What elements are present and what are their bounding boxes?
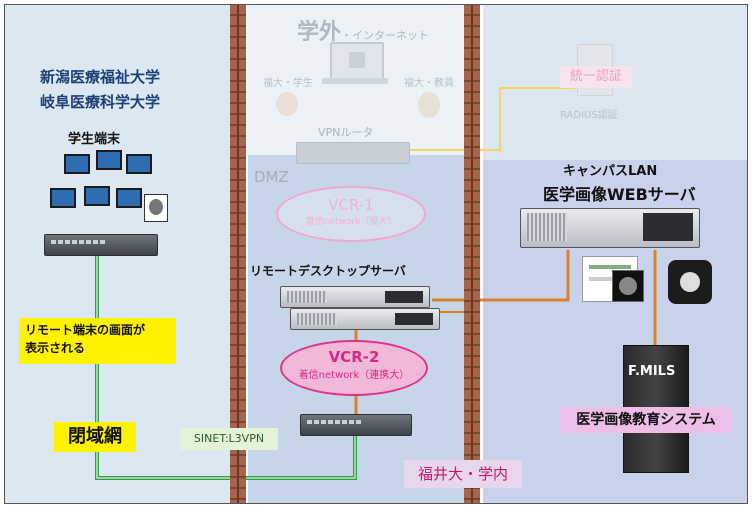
fmils-label: F.MILS (628, 364, 676, 379)
auth-line (352, 87, 575, 151)
web-server-label: 医学画像WEBサーバ (543, 185, 696, 204)
remote-desktop-label: リモートデスクトップサーバ (250, 264, 406, 278)
student-terminals (40, 148, 170, 228)
vcr1-title: VCR-1 (328, 196, 374, 214)
pc-icon (50, 188, 76, 208)
brain-image-icon (144, 194, 168, 222)
pc-icon (126, 154, 152, 174)
sinet-label: SINET:L3VPN (180, 428, 278, 450)
firewall-left (230, 5, 246, 503)
vcr2-subtitle: 着信network（連携大） (298, 370, 410, 381)
pc-icon (84, 186, 110, 206)
pc-icon (116, 188, 142, 208)
student-avatar-icon (276, 92, 298, 116)
brain-scan-icon (612, 270, 644, 302)
vcr2-title: VCR-2 (328, 348, 380, 366)
diagram-frame (4, 4, 748, 504)
firewall-right (464, 5, 480, 503)
vcr1-network: VCR-1 着信network（福大） (276, 186, 426, 242)
pc-icon (96, 150, 122, 170)
faculty-label: 福大・教員 (404, 78, 454, 89)
faculty-avatar-icon (418, 92, 440, 118)
laptop-icon (330, 42, 384, 80)
vpn-router-label: VPNルータ (318, 126, 374, 139)
pc-icon (64, 154, 90, 174)
student-terminal-label: 学生端末 (68, 132, 121, 147)
closed-network-label: 閉域網 (54, 422, 136, 452)
remote-desktop-server-1 (280, 286, 430, 308)
switch-middle (300, 414, 412, 436)
laptop-base (322, 78, 388, 84)
radius-label: RADIUS認証 (560, 110, 618, 121)
vcr1-subtitle: 着信network（福大） (305, 217, 397, 227)
callout-remote-screen: リモート端末の画面が 表示される (19, 318, 176, 364)
auth-label: 統一認証 (560, 66, 632, 88)
campus-label: 福井大・学内 (404, 460, 522, 488)
switch-left (44, 234, 158, 256)
university-label-niigata: 新潟医療福祉大学 (40, 68, 161, 86)
web-server-device (520, 208, 700, 248)
vcr2-network: VCR-2 着信network（連携大） (280, 340, 428, 396)
campus-lan-label: キャンパスLAN (563, 164, 658, 179)
disk-icon (668, 260, 712, 304)
vpn-router-device (296, 142, 410, 164)
closed-network-line-inner (96, 255, 356, 479)
remote-desktop-server-2 (290, 308, 440, 330)
university-label-gifu: 岐阜医療科学大学 (40, 93, 161, 111)
internet-title: 学外・インターネット (297, 20, 430, 45)
dmz-label: DMZ (254, 168, 289, 186)
education-system-label: 医学画像教育システム (560, 407, 732, 433)
student-label: 福大・学生 (263, 78, 313, 89)
